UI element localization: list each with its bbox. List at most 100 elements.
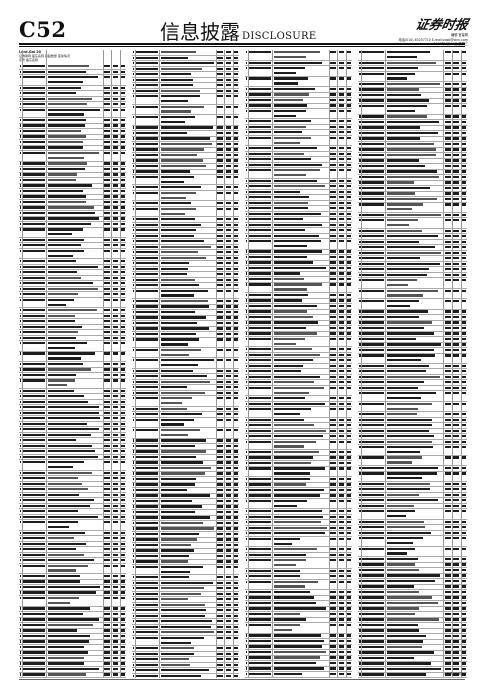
table-cell-text bbox=[23, 287, 45, 290]
table-cell-text bbox=[132, 142, 135, 146]
table-row bbox=[132, 201, 239, 207]
table-cell-text bbox=[160, 521, 204, 525]
table-cell-text bbox=[112, 211, 119, 215]
table-cell-text bbox=[136, 543, 158, 547]
table-cell-text bbox=[217, 549, 223, 552]
table-cell-text bbox=[273, 381, 315, 384]
table-cell-text bbox=[346, 456, 352, 459]
table-cell-text bbox=[330, 456, 336, 459]
table-cell-text bbox=[136, 565, 158, 569]
table-cell-text bbox=[249, 364, 271, 367]
table-cell-text bbox=[217, 527, 223, 530]
table-cell-text bbox=[245, 310, 248, 313]
table-cell-text bbox=[19, 184, 22, 187]
table-cell-text bbox=[387, 175, 439, 179]
table-row bbox=[19, 335, 126, 342]
column-gridline bbox=[328, 50, 329, 678]
table-cell-text bbox=[346, 283, 352, 286]
table-cell-text bbox=[47, 287, 98, 290]
table-cell-text bbox=[23, 178, 45, 182]
table-cell-text bbox=[338, 477, 345, 481]
table-cell-text bbox=[330, 201, 336, 204]
table-row bbox=[132, 391, 239, 397]
table-cell-text bbox=[160, 380, 210, 383]
table-cell-text bbox=[273, 315, 314, 319]
table-cell-text bbox=[47, 81, 83, 84]
table-cell-text bbox=[245, 348, 248, 351]
table-cell-text bbox=[346, 483, 352, 486]
table-cell-text bbox=[132, 455, 135, 459]
table-cell-text bbox=[245, 580, 248, 583]
table-cell-text bbox=[387, 289, 439, 292]
table-cell-text bbox=[461, 634, 467, 638]
table-row bbox=[132, 493, 239, 500]
table-row bbox=[19, 574, 126, 580]
table-cell-text bbox=[444, 251, 451, 254]
table-cell-text bbox=[338, 424, 345, 427]
table-cell-text bbox=[358, 148, 361, 151]
table-cell-text bbox=[330, 326, 336, 330]
table-cell-text bbox=[136, 505, 158, 508]
table-cell-text bbox=[387, 82, 441, 86]
table-cell-text bbox=[217, 598, 223, 601]
table-cell-text bbox=[338, 77, 345, 80]
table-cell-text bbox=[362, 424, 385, 427]
table-cell-text bbox=[273, 601, 317, 605]
table-cell-text bbox=[444, 229, 451, 232]
table-row bbox=[245, 537, 352, 548]
table-cell-text bbox=[23, 406, 45, 409]
table-cell-text bbox=[120, 287, 126, 290]
column-gridline bbox=[337, 50, 338, 678]
table-cell-text bbox=[461, 537, 467, 540]
table-cell-text bbox=[338, 601, 345, 605]
table-cell-text bbox=[362, 634, 385, 638]
table-row bbox=[132, 158, 239, 165]
table-cell-text bbox=[387, 386, 419, 389]
table-cell-text bbox=[233, 499, 239, 503]
table-row bbox=[19, 460, 126, 471]
table-row bbox=[132, 78, 239, 84]
table-cell-text bbox=[132, 202, 135, 205]
table-cell-text bbox=[225, 338, 232, 341]
table-cell-text bbox=[23, 548, 45, 551]
table-cell-text bbox=[136, 273, 158, 276]
table-cell-text bbox=[453, 440, 460, 443]
table-row bbox=[245, 130, 352, 136]
table-row bbox=[358, 606, 467, 613]
table-row bbox=[19, 650, 126, 657]
table-cell-text bbox=[112, 553, 119, 556]
table-cell-text bbox=[217, 532, 223, 536]
table-cell-text bbox=[249, 120, 271, 123]
table-cell-text bbox=[453, 574, 460, 577]
table-cell-text bbox=[233, 262, 239, 265]
table-cell-text bbox=[249, 510, 271, 513]
table-cell-text bbox=[444, 499, 451, 502]
table-cell-text bbox=[338, 93, 345, 96]
table-row bbox=[19, 590, 126, 597]
table-cell-text bbox=[453, 273, 460, 276]
table-cell-text bbox=[217, 510, 223, 514]
table-cell-text bbox=[104, 76, 110, 79]
table-cell-text bbox=[338, 461, 345, 465]
table-cell-text bbox=[136, 614, 158, 617]
table-cell-text bbox=[217, 126, 223, 129]
table-cell-text bbox=[120, 499, 126, 502]
table-cell-text bbox=[273, 207, 308, 210]
table-cell-text bbox=[120, 200, 126, 204]
table-cell-text bbox=[233, 444, 239, 448]
table-cell-text bbox=[104, 548, 110, 551]
table-cell-text bbox=[132, 348, 135, 352]
table-cell-text bbox=[160, 180, 184, 183]
table-cell-text bbox=[346, 304, 352, 308]
table-row bbox=[245, 189, 352, 196]
table-cell-text bbox=[330, 163, 336, 166]
table-cell-text bbox=[112, 428, 119, 431]
table-cell-text bbox=[338, 499, 345, 503]
table-cell-text bbox=[461, 299, 467, 303]
table-cell-text bbox=[136, 652, 158, 655]
table-cell-text bbox=[233, 348, 239, 352]
table-cell-text bbox=[346, 515, 352, 518]
table-cell-text bbox=[120, 618, 126, 621]
table-cell-text bbox=[47, 65, 90, 68]
table-cell-text bbox=[453, 590, 460, 594]
